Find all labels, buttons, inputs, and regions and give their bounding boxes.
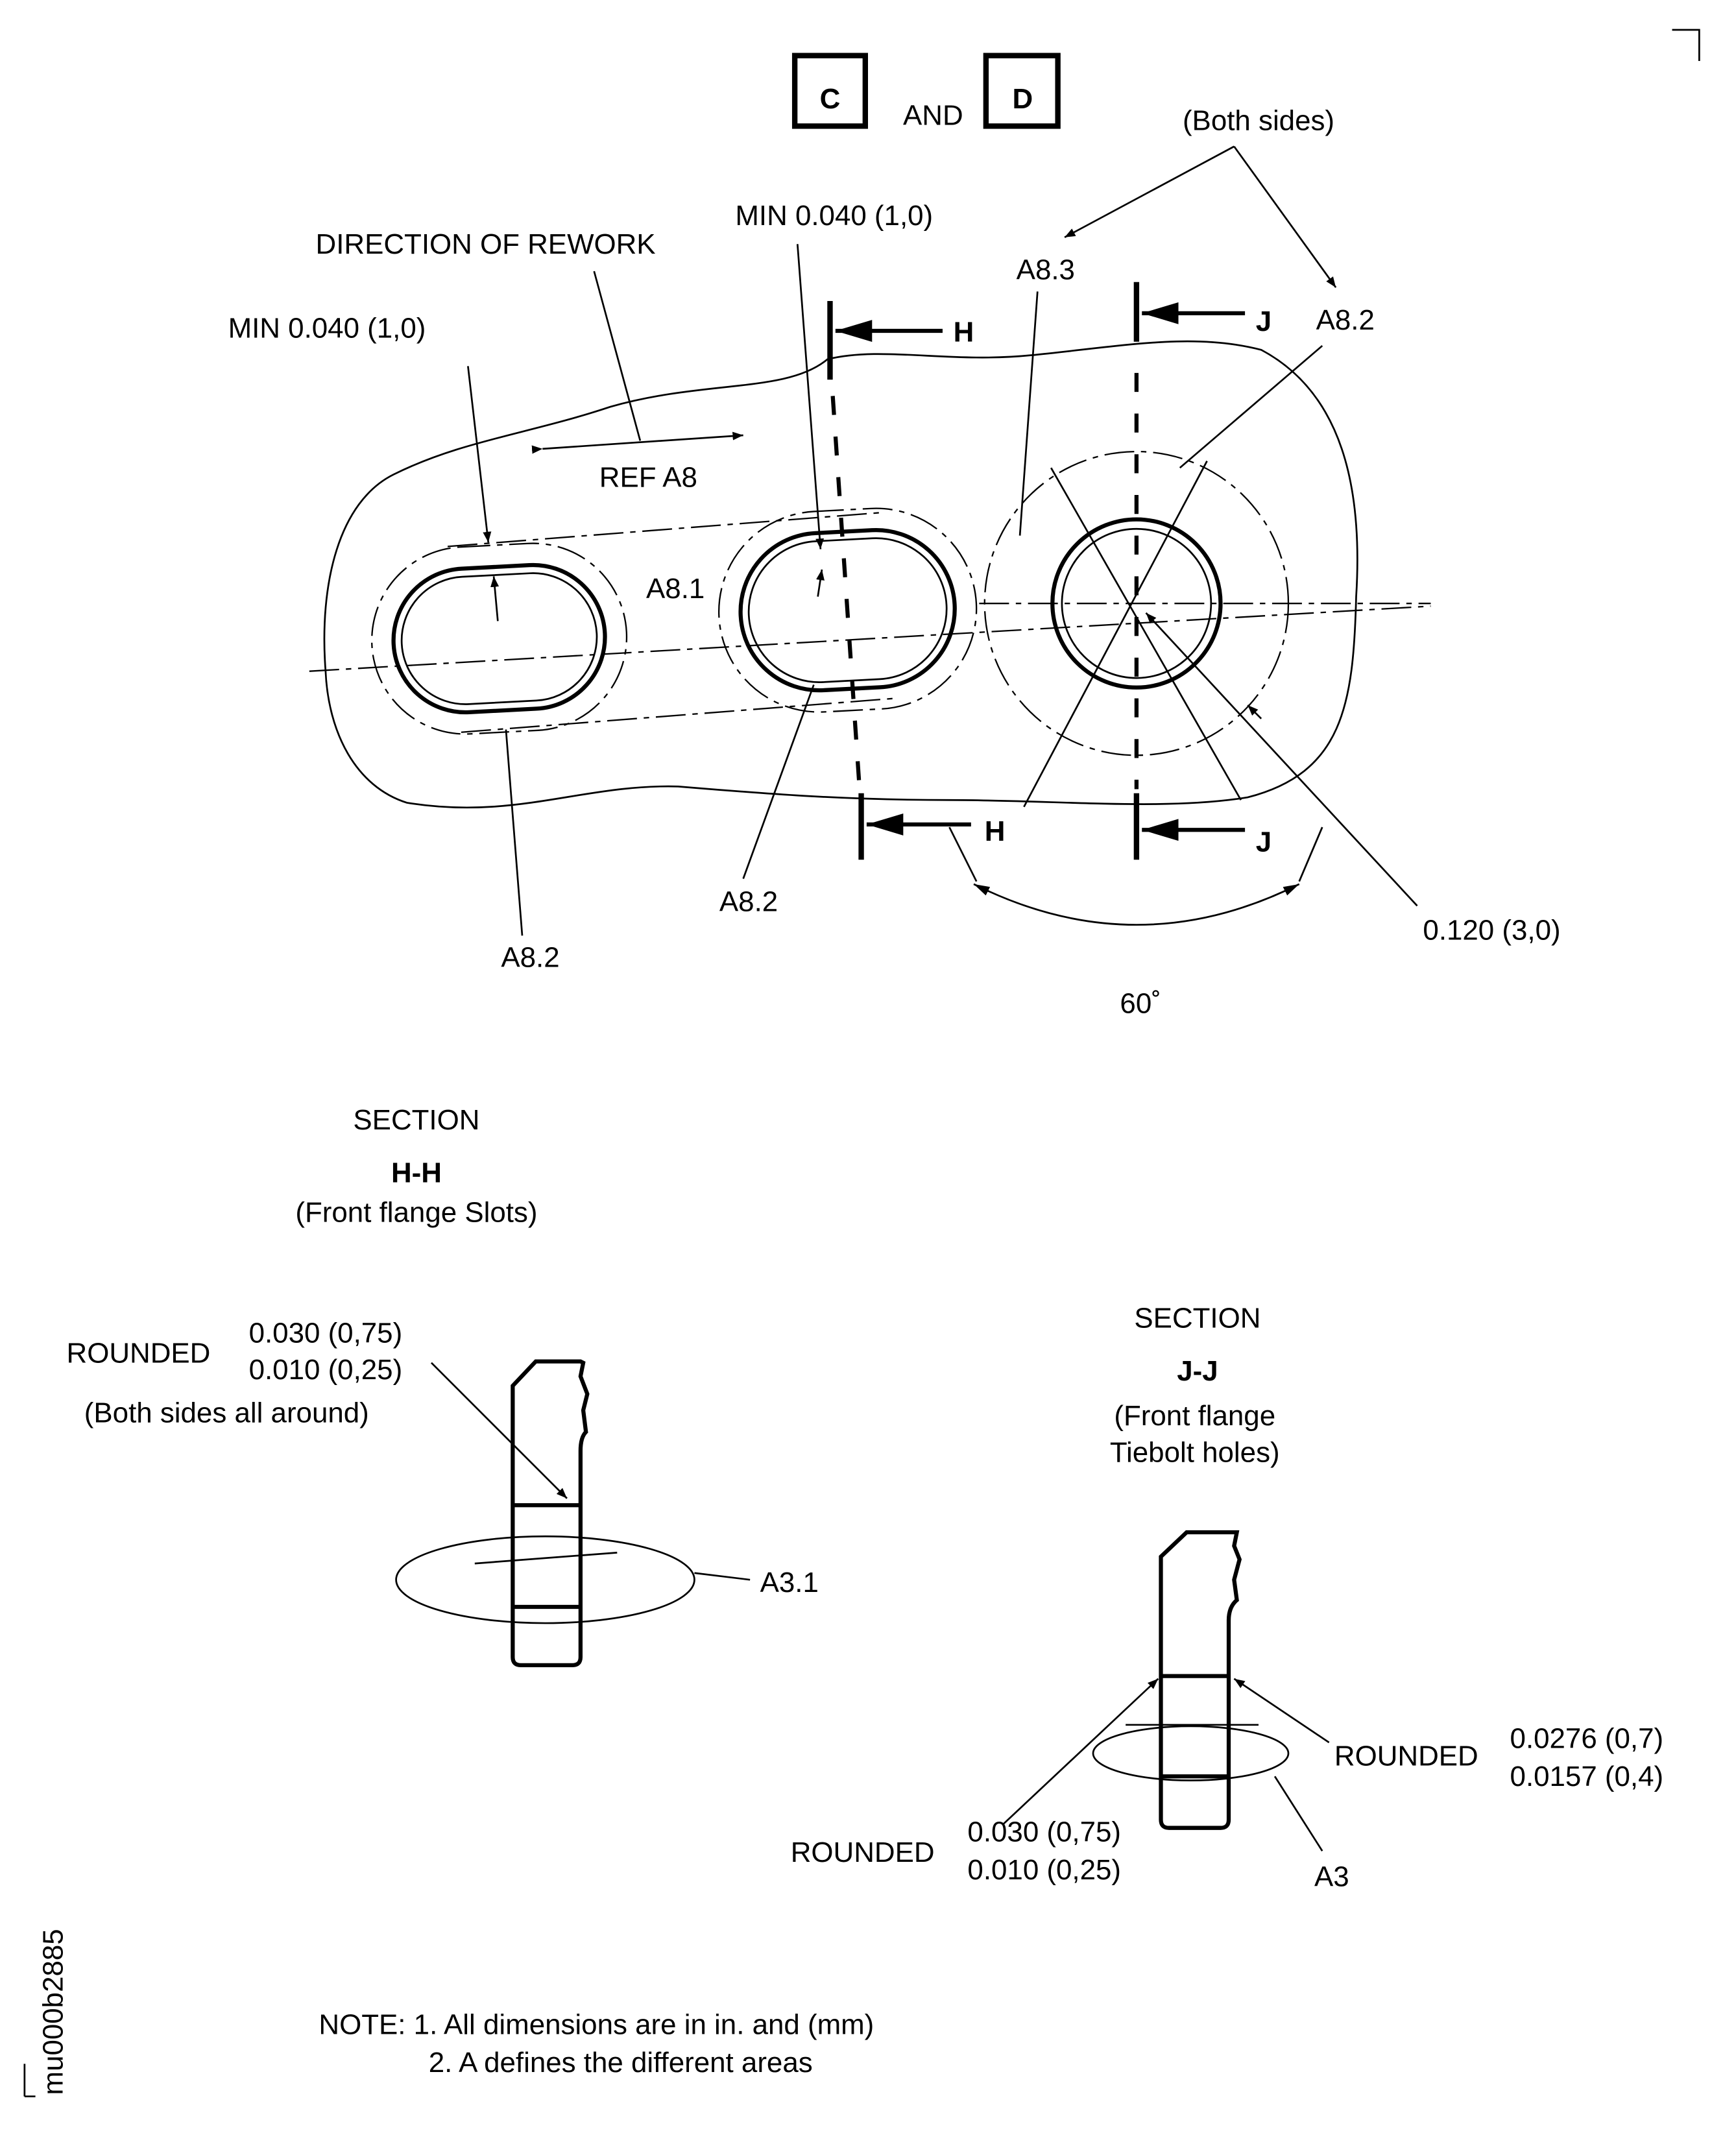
section-jj: SECTION J-J (Front flange Tiebolt holes)… xyxy=(791,1302,1663,1892)
a8-2-top-label: A8.2 xyxy=(1316,304,1375,336)
and-label: AND xyxy=(903,99,963,131)
svg-text:0.0157 (0,4): 0.0157 (0,4) xyxy=(1510,1761,1664,1792)
section-cut-h: H H xyxy=(827,301,1006,860)
a8-3-label: A8.3 xyxy=(1017,254,1075,286)
svg-text:J: J xyxy=(1256,826,1272,858)
view-c-box xyxy=(791,53,868,129)
figure-id-mark xyxy=(23,2064,36,2097)
figure-id: mu000b2885 xyxy=(37,1929,69,2095)
svg-text:H: H xyxy=(985,815,1006,847)
svg-text:H: H xyxy=(954,317,974,348)
svg-text:A3.1: A3.1 xyxy=(760,1567,819,1598)
angle-label: 60˚ xyxy=(1120,987,1161,1019)
leaders xyxy=(467,145,1418,936)
svg-text:J: J xyxy=(1256,306,1272,337)
left-slot xyxy=(370,542,628,735)
radius-label: 0.120 (3,0) xyxy=(1423,915,1560,946)
view-d-box xyxy=(983,53,1061,129)
view-header: C AND D xyxy=(791,53,1061,131)
view-d-label: D xyxy=(1012,83,1033,115)
both-sides-label: (Both sides) xyxy=(1183,105,1334,137)
flange-outline xyxy=(323,340,1358,809)
svg-text:J-J: J-J xyxy=(1177,1355,1218,1387)
section-cut-j: J J xyxy=(1133,282,1272,860)
min-left-label: MIN 0.040 (1,0) xyxy=(228,312,426,344)
svg-text:0.030 (0,75): 0.030 (0,75) xyxy=(249,1317,403,1349)
note-line-1: NOTE: 1. All dimensions are in in. and (… xyxy=(319,2008,874,2040)
svg-text:(Front flange: (Front flange xyxy=(1114,1400,1275,1432)
a8-2-left-label: A8.2 xyxy=(501,941,559,973)
corner-mark xyxy=(1672,29,1700,62)
a8-1-label: A8.1 xyxy=(646,573,705,605)
view-c-label: C xyxy=(820,83,841,115)
centerline xyxy=(309,605,1431,672)
slot-tangent-top xyxy=(447,511,882,548)
svg-text:ROUNDED: ROUNDED xyxy=(67,1338,211,1369)
svg-text:0.010 (0,25): 0.010 (0,25) xyxy=(249,1354,403,1386)
direction-label: DIRECTION OF REWORK xyxy=(316,228,656,260)
svg-text:(Both sides all around): (Both sides all around) xyxy=(84,1397,369,1429)
a8-2-mid-label: A8.2 xyxy=(719,886,778,918)
svg-text:Tiebolt holes): Tiebolt holes) xyxy=(1110,1436,1280,1468)
note-line-2: 2. A defines the different areas xyxy=(429,2047,813,2079)
svg-text:ROUNDED: ROUNDED xyxy=(1334,1741,1478,1772)
svg-text:ROUNDED: ROUNDED xyxy=(791,1837,935,1868)
min-mid-label: MIN 0.040 (1,0) xyxy=(735,200,933,232)
section-hh: SECTION H-H (Front flange Slots) ROUNDED… xyxy=(67,1104,819,1667)
svg-text:(Front flange Slots): (Front flange Slots) xyxy=(295,1196,537,1228)
tiebolt-hole xyxy=(948,450,1431,926)
slot-tangent-bottom xyxy=(461,697,895,733)
svg-text:0.010 (0,25): 0.010 (0,25) xyxy=(967,1854,1121,1886)
svg-text:SECTION: SECTION xyxy=(353,1104,479,1136)
svg-text:SECTION: SECTION xyxy=(1134,1302,1260,1334)
svg-text:0.0276 (0,7): 0.0276 (0,7) xyxy=(1510,1722,1664,1754)
svg-text:0.030 (0,75): 0.030 (0,75) xyxy=(967,1816,1121,1848)
svg-text:A3: A3 xyxy=(1314,1861,1349,1893)
ref-a8-label: REF A8 xyxy=(599,461,697,493)
svg-text:H-H: H-H xyxy=(391,1157,442,1189)
